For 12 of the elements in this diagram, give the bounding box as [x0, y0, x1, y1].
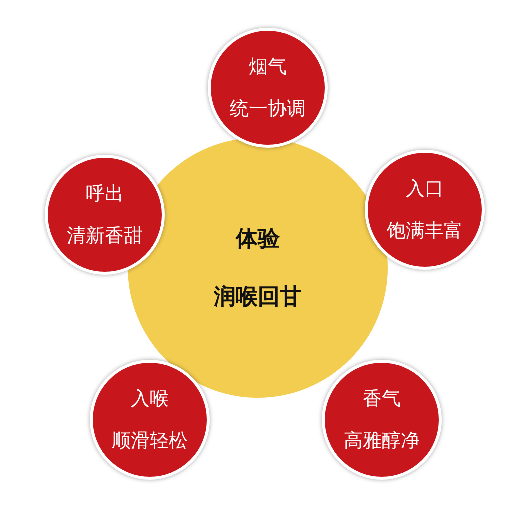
node-text: 高雅醇净	[344, 429, 420, 454]
node-heading: 入喉	[131, 387, 169, 412]
node-heading: 烟气	[249, 55, 287, 80]
node-text: 统一协调	[230, 97, 306, 122]
node-heading: 体验	[236, 226, 280, 254]
node-text: 润喉回甘	[214, 284, 302, 312]
node-text: 饱满丰富	[387, 219, 463, 244]
node-text: 清新香甜	[67, 224, 143, 249]
node-heading: 香气	[363, 387, 401, 412]
node-heading: 入口	[406, 177, 444, 202]
node-text: 顺滑轻松	[112, 429, 188, 454]
node-heading: 呼出	[86, 182, 124, 207]
